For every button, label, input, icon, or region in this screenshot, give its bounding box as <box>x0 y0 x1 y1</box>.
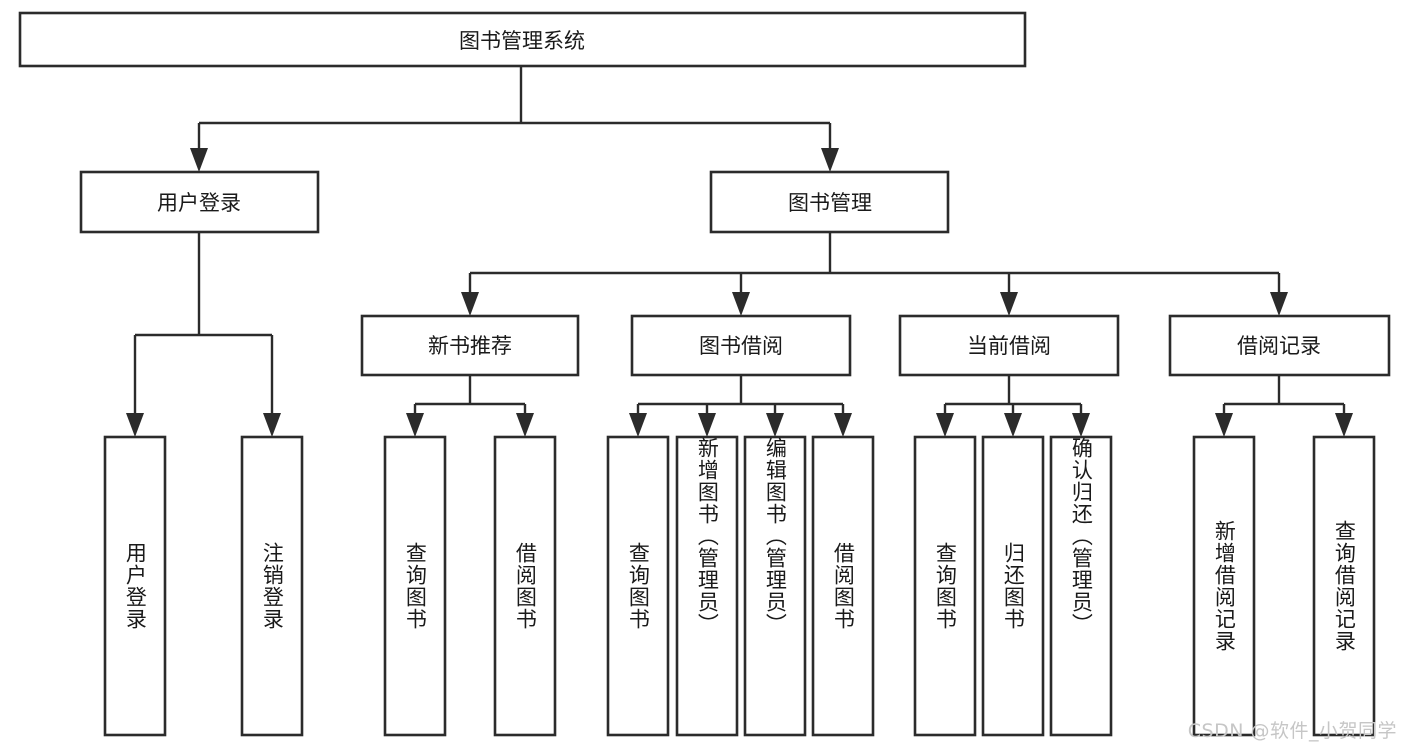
arrowhead-newbook <box>461 292 479 316</box>
arrowhead-leaf-query-current <box>936 413 954 437</box>
node-book-borrow[interactable] <box>630 314 852 377</box>
node-root-label: 图书管理系统 <box>459 29 585 53</box>
node-user-login-label: 用户登录 <box>157 191 241 215</box>
leaf-query-book-newbook[interactable] <box>383 435 447 737</box>
node-box-group <box>18 11 1391 737</box>
arrowhead-leaf-editbook <box>766 413 784 437</box>
node-borrow-record[interactable] <box>1168 314 1391 377</box>
arrowhead-leaf-query-newbook <box>406 413 424 437</box>
node-user-login[interactable] <box>79 170 320 234</box>
horizontal-label-group: 图书管理系统 用户登录 图书管理 新书推荐 图书借阅 当前借阅 借阅记录 <box>157 29 1321 358</box>
leaf-add-borrow-record[interactable] <box>1192 435 1256 737</box>
arrowhead-leaf-userlogin <box>126 413 144 437</box>
node-root[interactable] <box>18 11 1027 68</box>
arrowhead-leaf-query-borrow <box>629 413 647 437</box>
arrowhead-leaf-return <box>1004 413 1022 437</box>
node-new-book-recommend[interactable] <box>360 314 580 377</box>
node-borrow-record-label: 借阅记录 <box>1237 334 1321 358</box>
leaf-query-borrow-record[interactable] <box>1312 435 1376 737</box>
arrowhead-current <box>1000 292 1018 316</box>
leaf-query-book-borrow[interactable] <box>606 435 670 737</box>
arrowhead-leaf-addrecord <box>1215 413 1233 437</box>
arrowhead-bookmgmt <box>821 148 839 172</box>
leaf-add-book-admin[interactable] <box>675 435 739 737</box>
node-book-borrow-label: 图书借阅 <box>699 334 783 358</box>
leaf-user-login[interactable] <box>103 435 167 737</box>
arrowhead-leaf-borrow-newbook <box>516 413 534 437</box>
node-current-borrow[interactable] <box>898 314 1120 377</box>
node-new-book-recommend-label: 新书推荐 <box>428 334 512 358</box>
arrowhead-leaf-logout <box>263 413 281 437</box>
leaf-edit-book-admin[interactable] <box>743 435 807 737</box>
node-current-borrow-label: 当前借阅 <box>967 334 1051 358</box>
arrowhead-leaf-addbook <box>698 413 716 437</box>
leaf-return-book[interactable] <box>981 435 1045 737</box>
leaf-borrow-book-newbook[interactable] <box>493 435 557 737</box>
arrowhead-leaf-borrowbook <box>834 413 852 437</box>
leaf-confirm-return-admin[interactable] <box>1049 435 1113 737</box>
csdn-watermark: CSDN @软件_小贺同学 <box>1187 720 1397 742</box>
node-book-management-label: 图书管理 <box>788 191 872 215</box>
arrowhead-leaf-confirmreturn <box>1072 413 1090 437</box>
arrowhead-record <box>1270 292 1288 316</box>
connector-group <box>126 66 1353 437</box>
leaf-borrow-book[interactable] <box>811 435 875 737</box>
arrowhead-borrow <box>732 292 750 316</box>
arrowhead-userlogin <box>190 148 208 172</box>
leaf-query-book-current[interactable] <box>913 435 977 737</box>
arrowhead-leaf-queryrecord <box>1335 413 1353 437</box>
leaf-logout[interactable] <box>240 435 304 737</box>
node-book-management[interactable] <box>709 170 950 234</box>
